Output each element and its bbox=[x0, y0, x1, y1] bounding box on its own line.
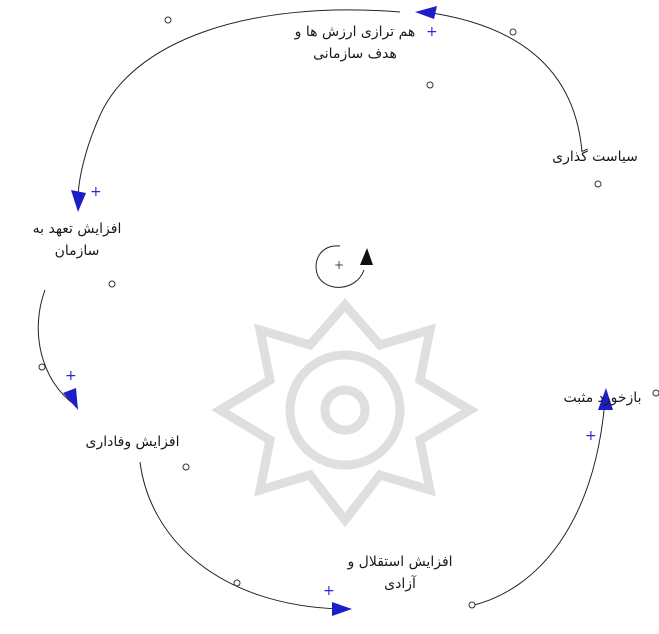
node-values-alignment-line2: هدف سازمانی bbox=[285, 43, 425, 65]
link-loyalty-to-independence bbox=[140, 462, 340, 609]
marker bbox=[595, 181, 601, 187]
node-policy-making-line1: سیاست گذاری bbox=[540, 146, 650, 168]
node-loyalty: افزایش وفاداری bbox=[75, 431, 190, 453]
arrowhead-loyalty bbox=[63, 388, 78, 410]
node-commitment: افزایش تعهد به سازمان bbox=[18, 218, 136, 262]
node-independence-line2: آزادی bbox=[340, 573, 460, 595]
node-values-alignment: هم ترازی ارزش ها و هدف سازمانی bbox=[285, 21, 425, 65]
marker bbox=[39, 364, 45, 370]
marker bbox=[427, 82, 433, 88]
node-loyalty-line1: افزایش وفاداری bbox=[75, 431, 190, 453]
watermark-star bbox=[220, 305, 470, 520]
polarity-independence: + bbox=[323, 583, 335, 599]
polarity-values: + bbox=[426, 24, 438, 40]
arrowhead-independence bbox=[332, 602, 352, 616]
marker bbox=[510, 29, 516, 35]
link-policy-to-values bbox=[425, 12, 582, 152]
node-positive-feedback: بازخورد مثبت bbox=[550, 387, 655, 409]
arrowhead-commitment bbox=[71, 190, 86, 212]
marker bbox=[234, 580, 240, 586]
node-policy-making: سیاست گذاری bbox=[540, 146, 650, 168]
polarity-loyalty: + bbox=[65, 368, 77, 384]
node-independence-line1: افزایش استقلال و bbox=[340, 551, 460, 573]
link-commitment-to-loyalty bbox=[38, 290, 75, 405]
marker bbox=[165, 17, 171, 23]
polarity-commitment: + bbox=[90, 184, 102, 200]
marker bbox=[469, 602, 475, 608]
polarity-feedback: + bbox=[585, 428, 597, 444]
loop-polarity: + bbox=[334, 258, 344, 272]
node-values-alignment-line1: هم ترازی ارزش ها و bbox=[285, 21, 425, 43]
arrowhead-values bbox=[415, 6, 437, 19]
loop-arrowhead bbox=[360, 248, 373, 265]
node-independence: افزایش استقلال و آزادی bbox=[340, 551, 460, 595]
node-commitment-line2: سازمان bbox=[18, 240, 136, 262]
node-positive-feedback-line1: بازخورد مثبت bbox=[550, 387, 655, 409]
node-commitment-line1: افزایش تعهد به bbox=[18, 218, 136, 240]
marker bbox=[109, 281, 115, 287]
marker bbox=[183, 464, 189, 470]
